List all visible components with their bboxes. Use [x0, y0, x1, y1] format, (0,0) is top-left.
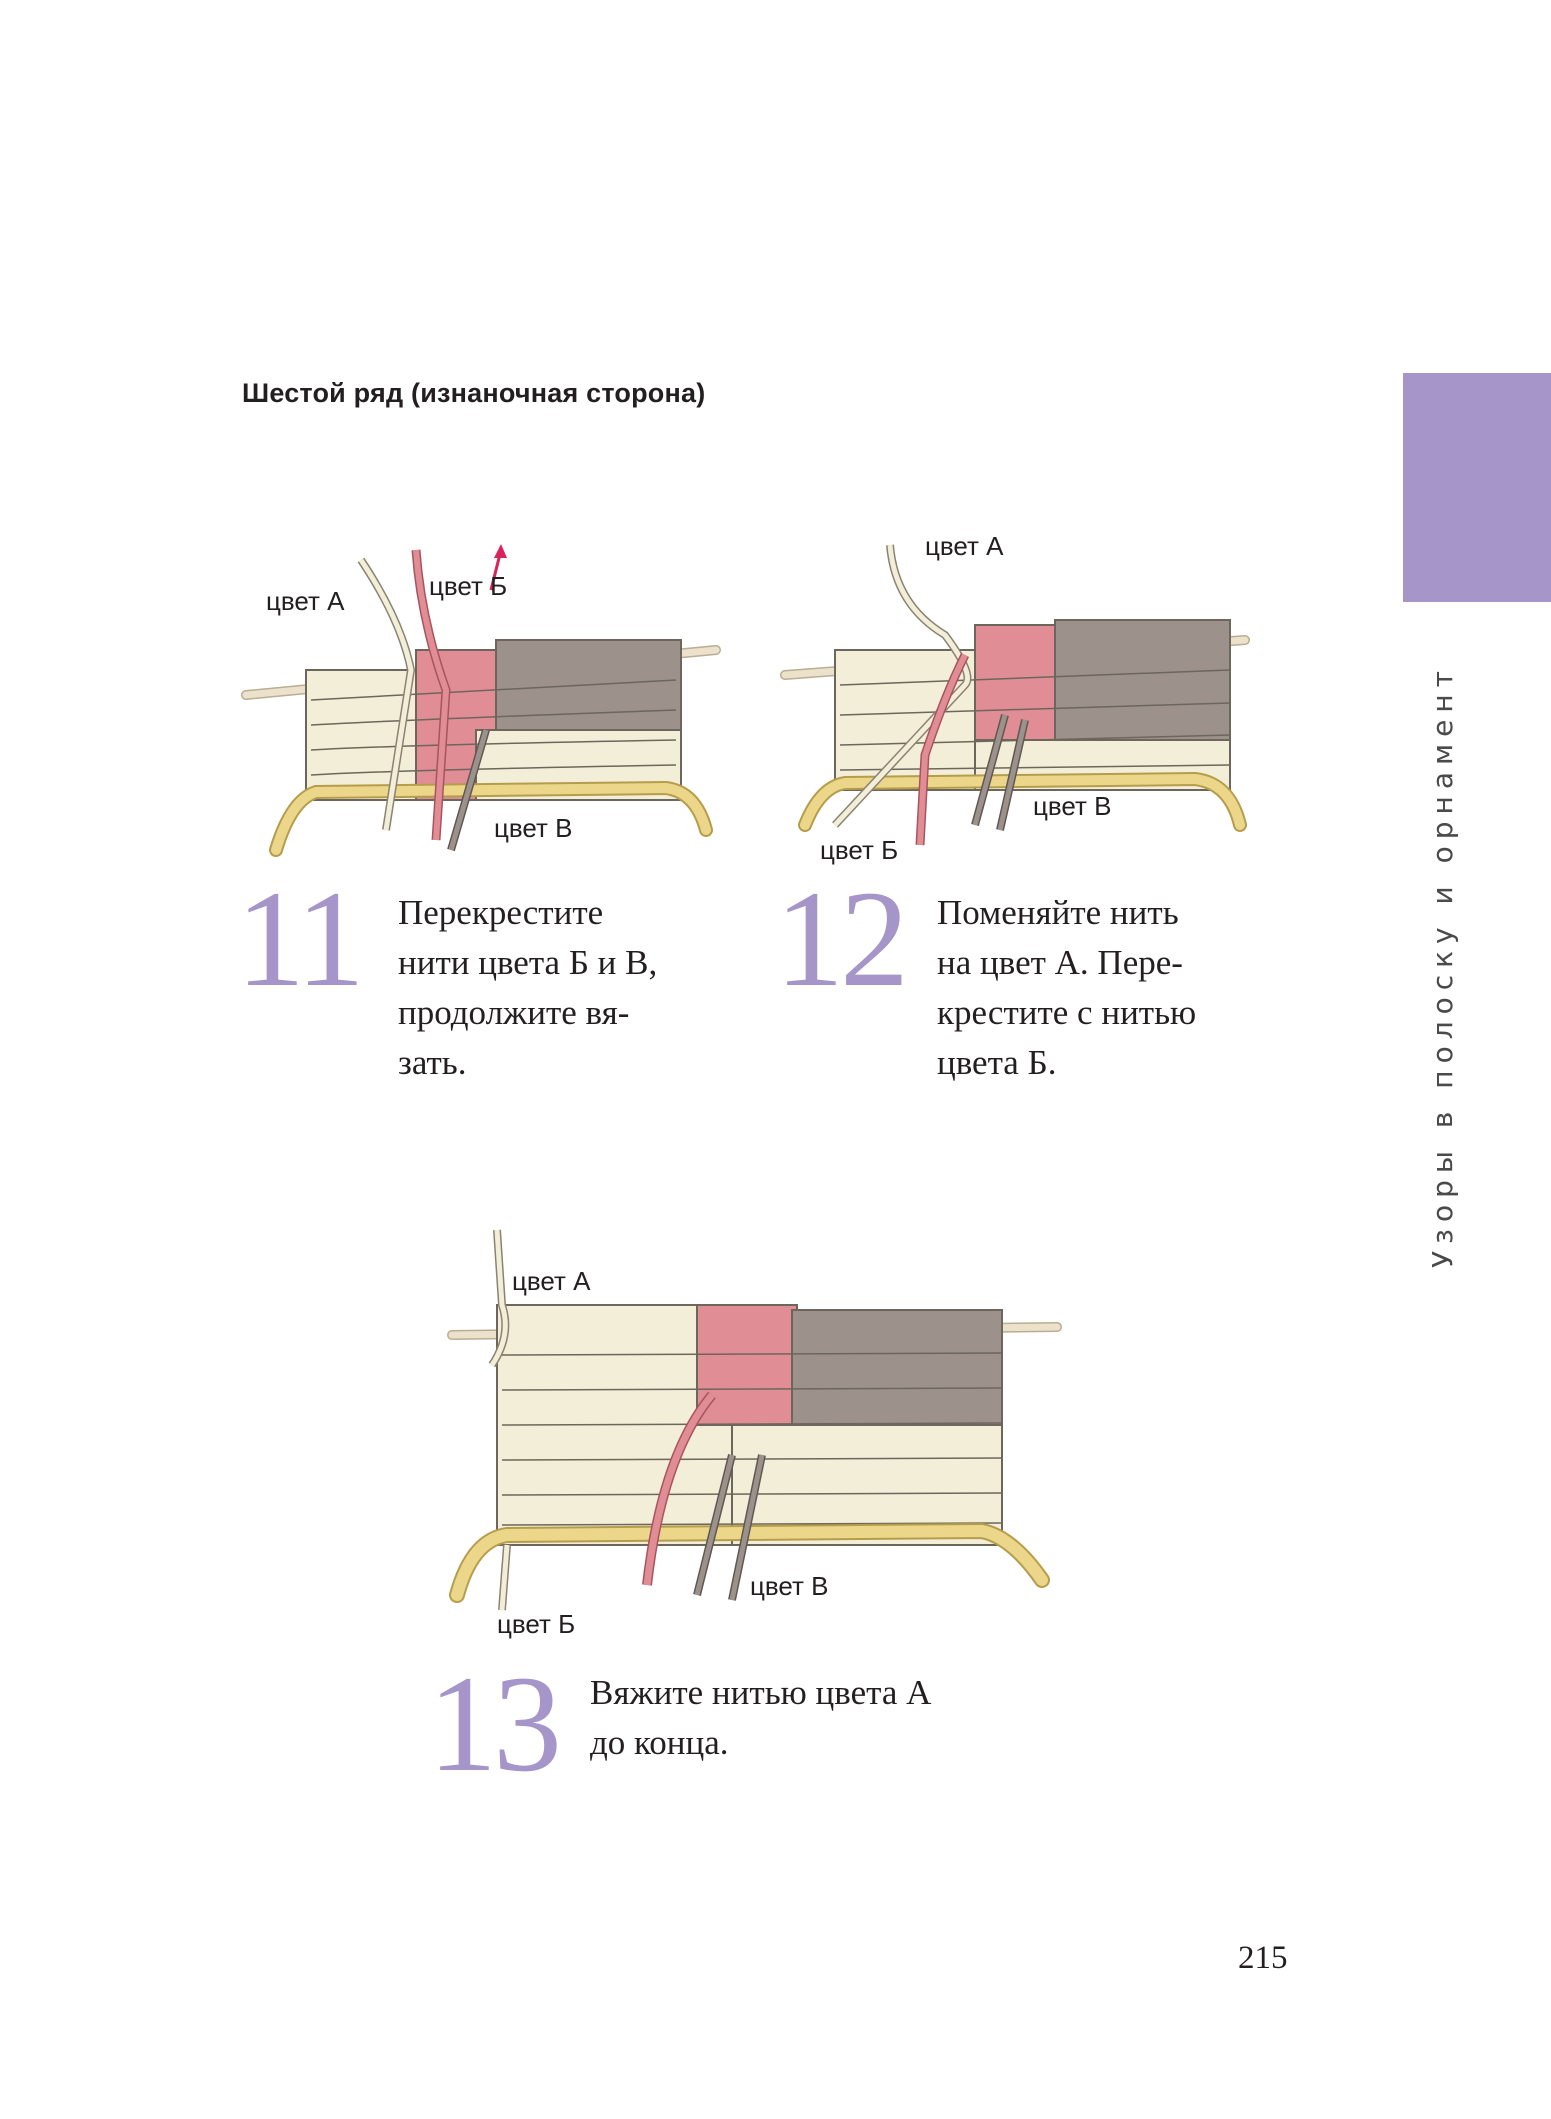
label-color-c: цвет В — [750, 1571, 828, 1601]
step-number-13: 13 — [428, 1647, 562, 1800]
label-color-b: цвет Б — [429, 571, 507, 601]
label-color-b: цвет Б — [820, 835, 898, 865]
step-number-11: 11 — [236, 862, 365, 1015]
chapter-running-title: Узоры в полоску и орнамент — [1426, 664, 1459, 1268]
label-color-b: цвет Б — [497, 1609, 575, 1639]
swatch-color-b — [696, 1304, 798, 1426]
chapter-color-tab — [1403, 373, 1551, 602]
step-text-13: Вяжите нитью цвета А до конца. — [590, 1673, 932, 1762]
page-number: 215 — [1238, 1940, 1288, 1976]
label-color-a: цвет А — [512, 1266, 591, 1296]
illustration-step-12: цвет А цвет Б цвет В — [780, 531, 1250, 865]
section-title: Шестой ряд (изнаночная сторона) — [242, 378, 706, 408]
swatch-color-b — [974, 624, 1061, 746]
step-text-12: Поменяйте нить на цвет А. Пере- крестите… — [937, 893, 1197, 1082]
illustration-step-11: цвет А цвет Б цвет В — [241, 544, 721, 857]
swatch-color-c — [1054, 619, 1231, 746]
label-color-a: цвет А — [925, 531, 1004, 561]
label-color-c: цвет В — [1033, 791, 1111, 821]
step-number-12: 12 — [775, 862, 909, 1015]
label-color-c: цвет В — [494, 813, 572, 843]
step-text-11: Перекрестите нити цвета Б и В, продолжит… — [398, 893, 658, 1082]
label-color-a: цвет А — [266, 586, 345, 616]
illustration-step-13: цвет А цвет Б цвет В — [447, 1229, 1062, 1639]
